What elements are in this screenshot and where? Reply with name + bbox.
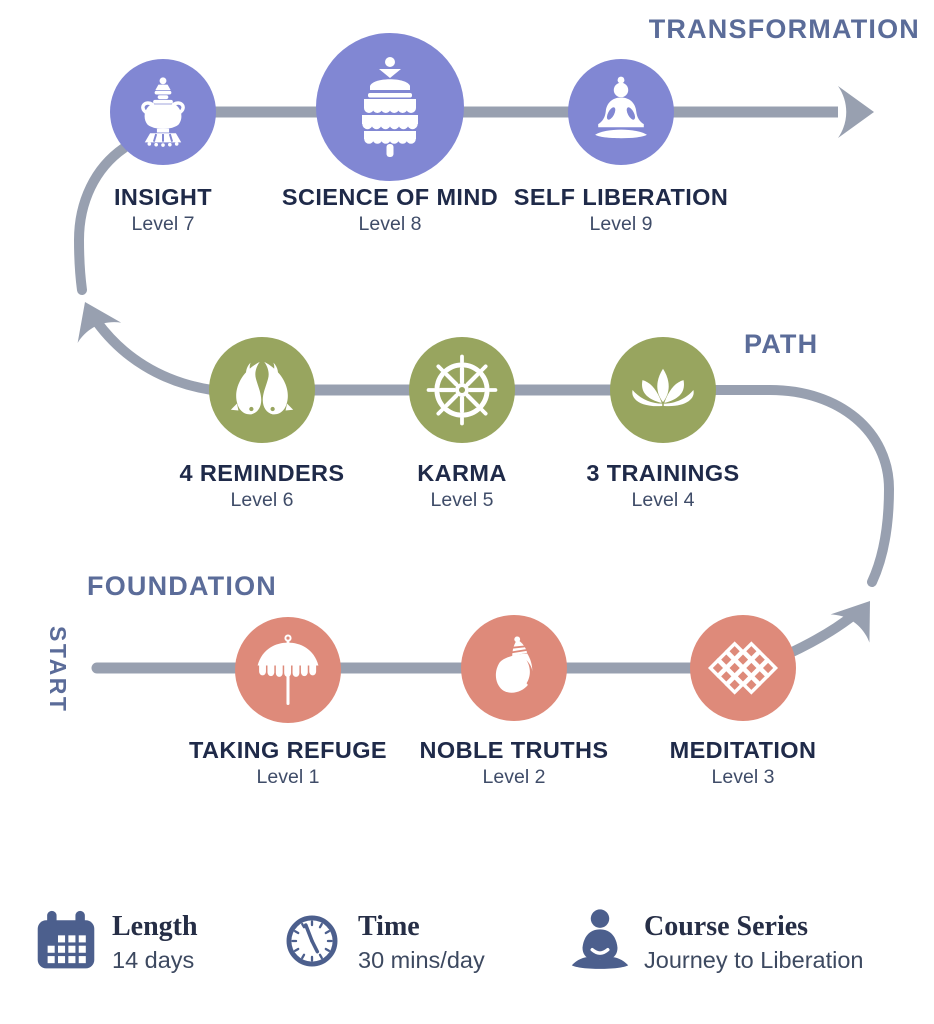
node-self-liberation-label: SELF LIBERATION Level 9 [491,184,751,235]
node-insight-label: INSIGHT Level 7 [33,184,293,235]
course-series-value: Journey to Liberation [644,947,864,973]
time-info: Time 30 mins/day [358,911,485,974]
parasol-icon [257,634,319,705]
section-path: PATH [744,329,819,359]
node-3-trainings-circle [610,337,716,443]
course-series-info: Course Series Journey to Liberation [644,911,864,974]
victory-banner-icon [362,57,418,157]
fish-left [230,361,262,415]
node-4-reminders-label: 4 REMINDERS Level 6 [132,460,392,511]
curve-path-to-transformation [73,143,129,295]
node-title: TAKING REFUGE [189,737,387,763]
node-title: SCIENCE OF MIND [281,184,499,210]
fish-right [262,361,294,415]
node-taking-refuge-label: TAKING REFUGE Level 1 [158,737,418,788]
node-level: Level 8 [358,213,422,235]
time-title: Time [358,911,420,942]
section-foundation: FOUNDATION [87,571,277,601]
dharma-wheel-icon [426,354,498,426]
time-value: 30 mins/day [358,947,485,973]
node-3-trainings-label: 3 TRAININGS Level 4 [533,460,793,511]
arrow-up-left-icon [77,302,122,343]
node-level: Level 5 [430,489,494,511]
node-meditation-circle [690,615,796,721]
node-title: KARMA [417,460,507,486]
node-level: Level 2 [482,766,546,788]
arrow-right-icon [838,86,874,138]
node-level: Level 9 [589,213,653,235]
node-title: NOBLE TRUTHS [419,737,609,763]
buddha-icon [595,76,647,139]
lotus-icon [632,368,694,407]
curve-from-reminders [92,317,217,395]
start-label: START [45,626,71,714]
node-science-of-mind-circle [316,33,464,181]
node-level: Level 6 [230,489,294,511]
node-title: 4 REMINDERS [179,460,345,486]
conch-shell-icon [495,636,533,693]
endless-knot-icon [707,641,779,695]
node-title: MEDITATION [669,737,817,763]
length-value: 14 days [112,947,195,973]
node-meditation-label: MEDITATION Level 3 [613,737,873,788]
calendar-icon [33,908,99,979]
length-title: Length [112,911,198,942]
clock-icon [281,910,343,977]
node-title: SELF LIBERATION [513,184,729,210]
node-level: Level 1 [256,766,320,788]
treasure-vase-icon [141,77,185,147]
arrow-up-right-icon [830,601,870,643]
node-insight-circle [110,59,216,165]
node-title: 3 TRAININGS [586,460,740,486]
node-noble-truths-label: NOBLE TRUTHS Level 2 [384,737,644,788]
node-4-reminders-circle [209,337,315,443]
node-taking-refuge-circle [235,617,341,723]
node-level: Level 3 [711,766,775,788]
meditator-icon [566,906,634,979]
node-karma-label: KARMA Level 5 [332,460,592,511]
golden-fishes-icon [230,361,294,415]
node-level: Level 4 [631,489,695,511]
section-transformation: TRANSFORMATION [648,14,920,44]
node-level: Level 7 [131,213,195,235]
node-noble-truths-circle [461,615,567,721]
node-self-liberation-circle [568,59,674,165]
node-title: INSIGHT [113,184,213,210]
node-science-of-mind-label: SCIENCE OF MIND Level 8 [260,184,520,235]
course-series-title: Course Series [644,911,809,942]
curve-foundation-to-path [658,385,895,587]
length-info: Length 14 days [112,911,198,974]
node-karma-circle [409,337,515,443]
curve-from-meditation [783,609,860,659]
